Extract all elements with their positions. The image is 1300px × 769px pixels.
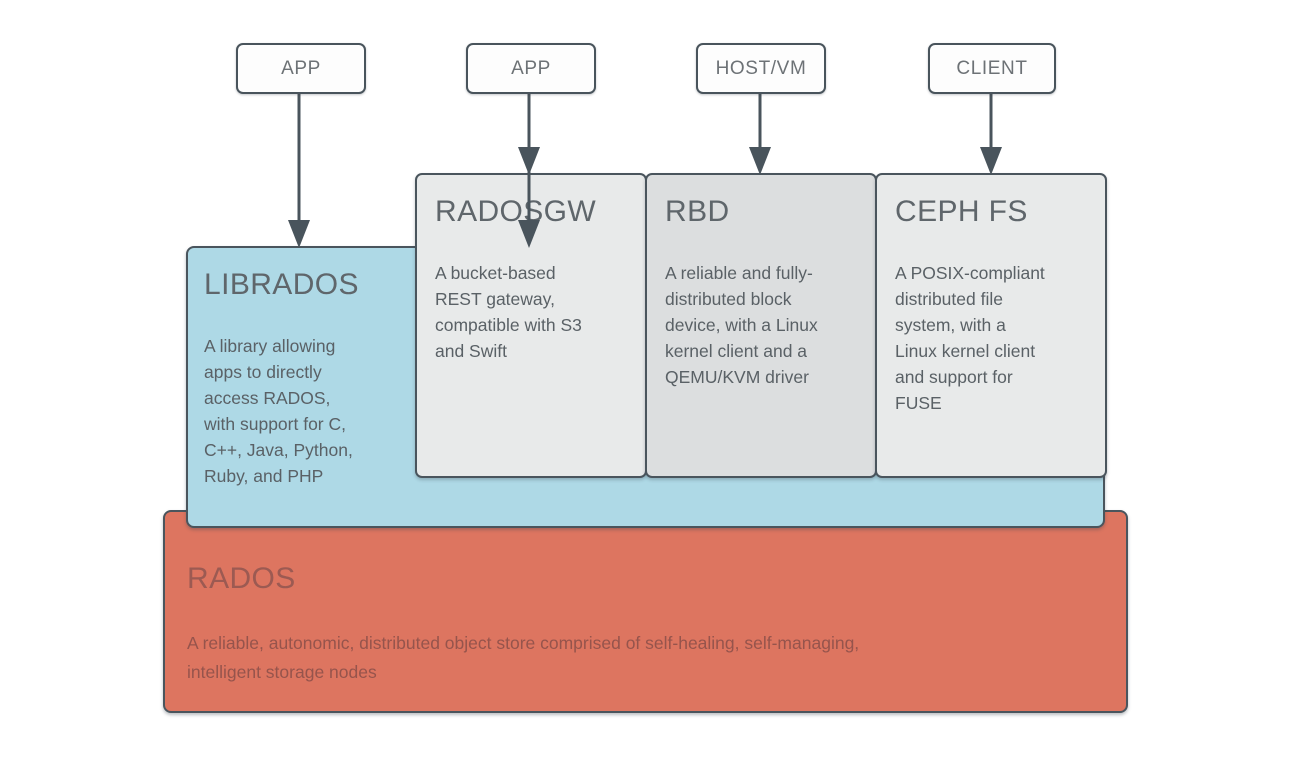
cephfs-description: A POSIX-compliant distributed file syste… <box>895 263 1045 413</box>
client-box-client-label: CLIENT <box>956 57 1028 79</box>
arrow-client-to-cephfs-icon <box>980 92 1002 175</box>
service-box-cephfs: CEPH FS A POSIX-compliant distributed fi… <box>875 173 1107 478</box>
client-box-client[interactable]: CLIENT <box>928 43 1056 94</box>
client-box-app-mid[interactable]: APP <box>466 43 596 94</box>
client-box-app-left-label: APP <box>281 57 321 79</box>
client-box-host-vm[interactable]: HOST/VM <box>696 43 826 94</box>
librados-title: LIBRADOS <box>204 268 359 301</box>
rbd-title: RBD <box>665 195 730 228</box>
rados-title: RADOS <box>187 562 296 595</box>
radosgw-description: A bucket-based REST gateway, compatible … <box>435 263 582 361</box>
rados-description: A reliable, autonomic, distributed objec… <box>187 633 860 682</box>
service-box-rbd: RBD A reliable and fully- distributed bl… <box>645 173 877 478</box>
cephfs-title: CEPH FS <box>895 195 1028 228</box>
librados-description: A library allowing apps to directly acce… <box>204 336 353 486</box>
arrow-hostvm-to-rbd-icon <box>749 92 771 175</box>
client-box-host-vm-label: HOST/VM <box>715 57 807 79</box>
rados-layer: RADOS A reliable, autonomic, distributed… <box>163 510 1128 713</box>
client-box-app-mid-label: APP <box>511 57 551 79</box>
arrow-app-mid-to-radosgw-icon <box>518 92 540 175</box>
client-box-app-left[interactable]: APP <box>236 43 366 94</box>
radosgw-title: RADOSGW <box>435 195 597 228</box>
arrow-app-left-to-librados-long-icon <box>288 92 310 248</box>
rbd-description: A reliable and fully- distributed block … <box>665 263 818 387</box>
